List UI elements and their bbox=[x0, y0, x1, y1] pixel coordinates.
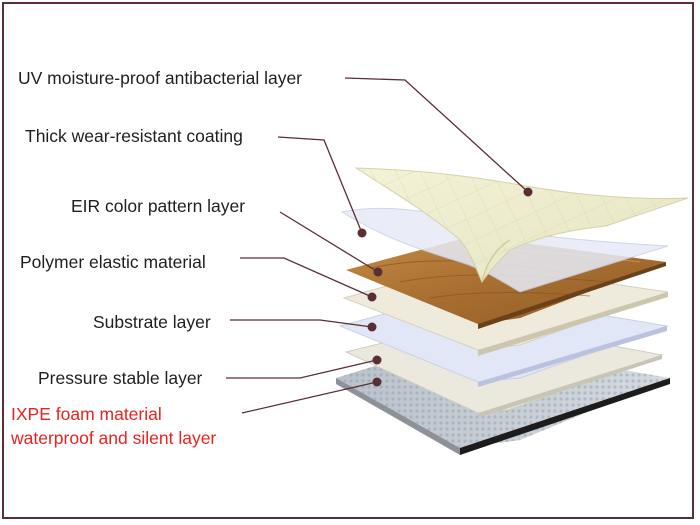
label-substrate: Substrate layer bbox=[93, 312, 211, 332]
leader-polymer bbox=[240, 257, 373, 298]
leader-wear bbox=[277, 136, 363, 234]
leader-substrate bbox=[230, 319, 373, 328]
leader-lines bbox=[226, 77, 529, 414]
label-wear-coating: Thick wear-resistant coating bbox=[25, 126, 243, 146]
label-ixpe-line1: IXPE foam material bbox=[11, 404, 162, 424]
label-uv-layer: UV moisture-proof antibacterial layer bbox=[18, 68, 303, 88]
leader-eir bbox=[279, 211, 379, 273]
leader-end-dots bbox=[357, 187, 533, 387]
leader-ixpe bbox=[241, 381, 378, 414]
leader-uv bbox=[344, 77, 529, 193]
label-ixpe-line2: waterproof and silent layer bbox=[11, 428, 217, 448]
label-eir-layer: EIR color pattern layer bbox=[71, 196, 246, 216]
label-polymer: Polymer elastic material bbox=[20, 252, 206, 272]
diagram-frame bbox=[2, 2, 694, 519]
leader-pressure bbox=[226, 359, 378, 379]
uv-antibacterial-layer bbox=[354, 167, 689, 284]
label-pressure: Pressure stable layer bbox=[38, 368, 203, 388]
